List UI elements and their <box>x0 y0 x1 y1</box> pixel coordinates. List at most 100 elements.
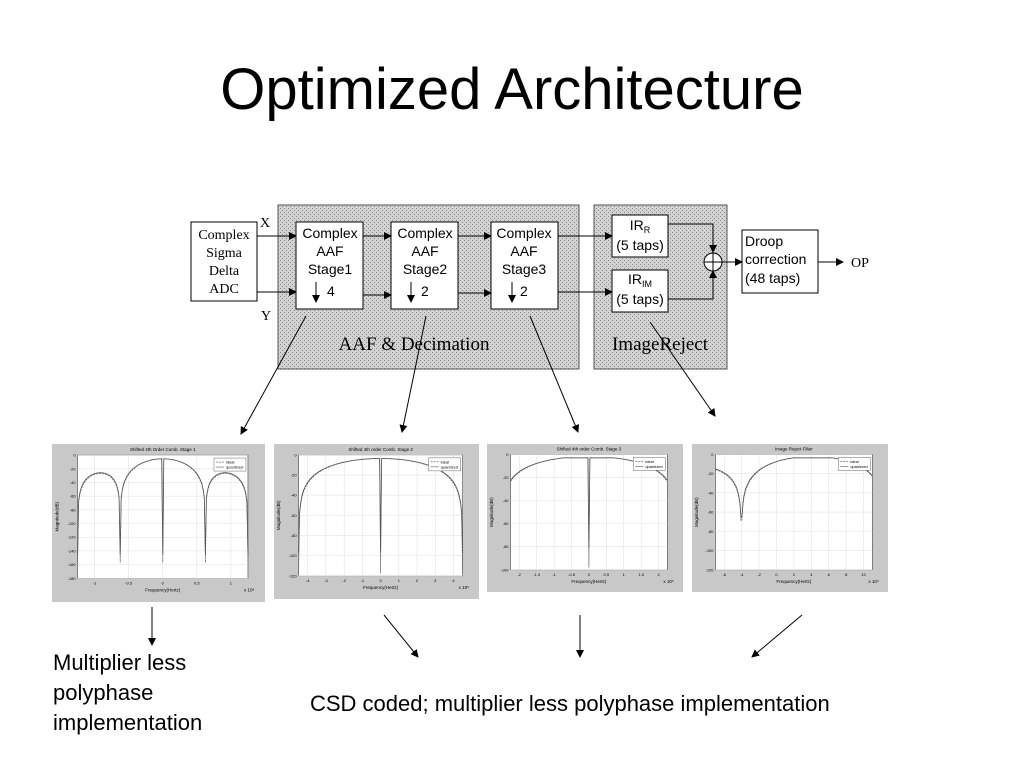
legend-entry: ideal <box>645 459 654 464</box>
y-tick-label: 0 <box>506 452 509 457</box>
y-tick-label: -60 <box>708 510 715 515</box>
stage2-line2: AAF <box>411 243 438 259</box>
x-axis-exponent: x 10⁴ <box>868 579 879 584</box>
x-tick-label: -1.3 <box>533 572 541 577</box>
y-tick-label: -20 <box>708 471 715 476</box>
x-label: X <box>260 216 270 231</box>
stage3-line1: Complex <box>496 225 551 241</box>
x-tick-label: -1 <box>93 580 97 585</box>
stage2-factor: 2 <box>421 283 429 299</box>
ir-r-label: IRR <box>630 217 651 235</box>
plot-title: Shifted 4th order Comb. Stage 3 <box>557 447 622 452</box>
y-tick-label: 0 <box>711 452 714 457</box>
x-tick-label: -4 <box>740 572 744 577</box>
x-tick-label: -2 <box>757 572 761 577</box>
output-label: OP <box>851 256 869 271</box>
x-tick-label: 0.5 <box>194 580 200 585</box>
summer-icon <box>703 252 723 272</box>
stage3-factor: 2 <box>520 283 528 299</box>
y-tick-label: 0 <box>294 452 297 457</box>
x-tick-label: -1 <box>361 578 365 583</box>
legend-entry: ideal <box>441 459 450 464</box>
x-tick-label: 2 <box>657 572 660 577</box>
y-axis-label: Magnitude(dB) <box>276 500 281 530</box>
ideal-series <box>77 458 249 563</box>
legend-entry: ideal <box>226 460 235 465</box>
stage1-line2: AAF <box>316 243 343 259</box>
droop-line2: correction <box>745 251 806 267</box>
x-tick-label: 1 <box>398 578 401 583</box>
stage2-line1: Complex <box>397 225 452 241</box>
x-tick-label: 1.5 <box>638 572 644 577</box>
plot-title: Shifted 4th order Comb. Stage 2 <box>348 447 413 452</box>
adc-label-1: Complex <box>198 228 249 243</box>
x-tick-label: -2 <box>517 572 521 577</box>
x-tick-label: 0 <box>379 578 382 583</box>
y-axis-label: Magnitude(dB) <box>694 497 699 527</box>
y-tick-label: -40 <box>708 490 715 495</box>
slide-title: Optimized Architecture <box>220 57 804 122</box>
y-tick-label: -60 <box>503 521 510 526</box>
x-tick-label: 0 <box>775 572 778 577</box>
y-tick-label: -80 <box>503 544 510 549</box>
x-tick-label: 1 <box>623 572 626 577</box>
droop-line1: Droop <box>745 233 783 249</box>
adc-label-3: Delta <box>209 264 240 279</box>
stage3-block <box>490 221 559 310</box>
x-tick-label: -1 <box>552 572 556 577</box>
x-tick-label: 10 <box>861 572 866 577</box>
plot-title: Shifted 4th Order Comb. Stage 1 <box>130 447 196 452</box>
x-axis-label: Frequency(Hertz) <box>145 587 181 592</box>
adc-label-2: Sigma <box>206 246 243 261</box>
y-tick-label: -20 <box>291 473 298 478</box>
y-label: Y <box>261 309 271 324</box>
x-axis-exponent: x 10⁵ <box>459 585 470 590</box>
x-tick-label: 2 <box>416 578 419 583</box>
x-tick-label: -0.5 <box>568 572 576 577</box>
stage2-line3: Stage2 <box>403 261 448 277</box>
droop-line3: (48 taps) <box>745 270 800 286</box>
x-tick-label: -2 <box>342 578 346 583</box>
legend-entry: ideal <box>850 459 859 464</box>
y-tick-label: -160 <box>68 562 77 567</box>
y-tick-label: -20 <box>70 466 77 471</box>
y-tick-label: -100 <box>68 521 77 526</box>
y-tick-label: -120 <box>706 567 715 572</box>
ir-im-label: IRIM <box>628 271 652 289</box>
legend-entry: quantized <box>226 465 243 470</box>
x-axis-exponent: x 10⁵ <box>663 579 674 584</box>
y-tick-label: -60 <box>291 513 298 518</box>
stage1-factor: 4 <box>327 283 335 299</box>
y-tick-label: -180 <box>68 576 77 581</box>
y-tick-label: -40 <box>291 493 298 498</box>
stage1-block <box>295 221 364 310</box>
y-tick-label: -80 <box>708 529 715 534</box>
y-tick-label: -20 <box>503 475 510 480</box>
ir-r-taps: (5 taps) <box>616 237 663 253</box>
ir-im-block <box>611 269 669 313</box>
x-tick-label: 0 <box>162 580 165 585</box>
legend-entry: quantized <box>441 464 458 469</box>
ir-r-block <box>611 214 669 258</box>
caption-csd-coded: CSD coded; multiplier less polyphase imp… <box>310 691 830 716</box>
aaf-group-label: AAF & Decimation <box>339 334 490 355</box>
x-tick-label: -0.5 <box>125 580 133 585</box>
y-tick-label: -100 <box>706 548 715 553</box>
image-reject-label: ImageReject <box>612 334 709 355</box>
x-tick-label: -6 <box>722 572 726 577</box>
stage1-line3: Stage1 <box>308 261 353 277</box>
y-tick-label: -80 <box>70 507 77 512</box>
x-tick-label: 2 <box>793 572 796 577</box>
y-tick-label: -100 <box>289 553 298 558</box>
y-tick-label: -40 <box>503 498 510 503</box>
x-tick-label: 4 <box>452 578 455 583</box>
stage1-line1: Complex <box>302 225 357 241</box>
y-tick-label: -60 <box>70 494 77 499</box>
plot-title: Image Reject Filter <box>775 447 813 452</box>
y-tick-label: -80 <box>291 533 298 538</box>
x-tick-label: -3 <box>324 578 328 583</box>
